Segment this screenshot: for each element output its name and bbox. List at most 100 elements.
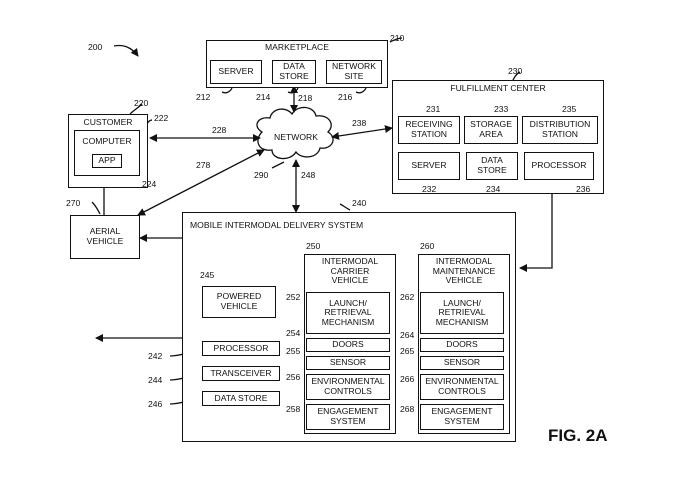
maintenance-sensor-label: SENSOR [443, 357, 481, 368]
carrier-sensor-ref: 255 [286, 346, 301, 356]
link-network-aerial [137, 149, 265, 216]
marketplace-data-store: DATA STORE [272, 60, 316, 84]
maintenance-environmental-controls-label: ENVIRONMENTAL CONTROLS [425, 376, 499, 396]
carrier-doors: DOORS [306, 338, 390, 352]
maintenance-doors-ref: 264 [400, 330, 415, 340]
link-fulfillment-ref: 238 [352, 118, 367, 128]
marketplace-network-site: NETWORK SITE [326, 60, 382, 84]
maintenance-doors-label: DOORS [446, 339, 478, 350]
link-aerial-ref: 278 [196, 160, 211, 170]
carrier-launch-retrieval: LAUNCH/ RETRIEVAL MECHANISM [306, 292, 390, 334]
carrier-environmental-ref: 256 [286, 372, 301, 382]
maintenance-sensor-ref: 265 [400, 346, 415, 356]
delivery-data-store: DATA STORE [202, 391, 280, 406]
distribution-station-label: DISTRIBUTION STATION [529, 119, 591, 139]
marketplace-title: MARKETPLACE [265, 42, 329, 52]
distribution-station: DISTRIBUTION STATION [522, 116, 598, 144]
link-fulfillment-maintenance [519, 194, 553, 272]
fulfillment-processor-label: PROCESSOR [531, 160, 587, 171]
maintenance-engagement-system: ENGAGEMENT SYSTEM [420, 404, 504, 430]
customer-app-label: APP [98, 155, 116, 166]
marketplace-network-site-label: NETWORK SITE [332, 61, 376, 81]
link-network-fulfillment [331, 125, 393, 140]
customer-app-ref: 224 [142, 179, 157, 189]
delivery-transceiver: TRANSCEIVER [202, 366, 280, 381]
aerial-vehicle-label: AERIAL VEHICLE [86, 226, 124, 246]
maintenance-launch-retrieval: LAUNCH/ RETRIEVAL MECHANISM [420, 292, 504, 334]
delivery-system-title: MOBILE INTERMODAL DELIVERY SYSTEM [190, 220, 364, 230]
delivery-transceiver-ref: 244 [148, 375, 163, 385]
receiving-station: RECEIVING STATION [398, 116, 460, 144]
powered-vehicle-label: POWERED VEHICLE [216, 291, 262, 311]
fulfillment-processor-ref: 236 [576, 184, 591, 194]
fulfillment-title: FULFILLMENT CENTER [450, 83, 546, 93]
aerial-vehicle-box: AERIAL VEHICLE [70, 215, 140, 259]
delivery-processor-ref: 242 [148, 351, 163, 361]
customer-title: CUSTOMER [83, 117, 133, 127]
figure-label: FIG. 2A [548, 426, 608, 445]
marketplace-data-store-ref: 214 [256, 92, 271, 102]
carrier-engagement-system: ENGAGEMENT SYSTEM [306, 404, 390, 430]
carrier-vehicle-ref: 250 [306, 241, 321, 251]
carrier-environmental-controls: ENVIRONMENTAL CONTROLS [306, 374, 390, 400]
maintenance-vehicle-title: INTERMODAL MAINTENANCE VEHICLE [432, 256, 496, 286]
link-customer-ref: 228 [212, 125, 227, 135]
storage-area-label: STORAGE AREA [470, 119, 512, 139]
marketplace-server-ref: 212 [196, 92, 211, 102]
maintenance-launch-retrieval-label: LAUNCH/ RETRIEVAL MECHANISM [435, 297, 489, 327]
fulfillment-ref: 230 [508, 66, 523, 76]
delivery-data-store-label: DATA STORE [214, 392, 268, 403]
receiving-station-label: RECEIVING STATION [405, 119, 453, 139]
carrier-doors-label: DOORS [332, 339, 364, 350]
fulfillment-server: SERVER [398, 152, 460, 180]
delivery-system-ref: 240 [352, 198, 367, 208]
distribution-ref: 235 [562, 104, 577, 114]
carrier-launch-retrieval-label: LAUNCH/ RETRIEVAL MECHANISM [321, 297, 375, 327]
fulfillment-data-store-ref: 234 [486, 184, 501, 194]
carrier-environmental-controls-label: ENVIRONMENTAL CONTROLS [311, 376, 385, 396]
aerial-vehicle-ref: 270 [66, 198, 81, 208]
customer-computer-ref: 222 [154, 113, 169, 123]
fulfillment-data-store-label: DATA STORE [477, 155, 507, 175]
marketplace-server-label: SERVER [218, 66, 254, 77]
delivery-transceiver-label: TRANSCEIVER [210, 367, 272, 378]
fulfillment-processor: PROCESSOR [524, 152, 594, 180]
storage-area: STORAGE AREA [464, 116, 518, 144]
link-marketplace-ref: 218 [298, 93, 313, 103]
carrier-engagement-ref: 258 [286, 404, 301, 414]
delivery-data-store-ref: 246 [148, 399, 163, 409]
maintenance-engagement-ref: 268 [400, 404, 415, 414]
carrier-vehicle-title: INTERMODAL CARRIER VEHICLE [321, 256, 379, 286]
link-delivery-ref: 248 [301, 170, 316, 180]
network-label: NETWORK [274, 132, 318, 142]
network-ref: 290 [254, 170, 269, 180]
powered-vehicle: POWERED VEHICLE [202, 286, 276, 318]
receiving-ref: 231 [426, 104, 441, 114]
network-cloud [256, 106, 334, 160]
maintenance-environmental-controls: ENVIRONMENTAL CONTROLS [420, 374, 504, 400]
marketplace-network-site-ref: 216 [338, 92, 353, 102]
marketplace-server: SERVER [210, 60, 262, 84]
marketplace-data-store-label: DATA STORE [279, 61, 309, 81]
maintenance-environmental-ref: 266 [400, 374, 415, 384]
customer-ref: 220 [134, 98, 149, 108]
carrier-doors-ref: 254 [286, 328, 301, 338]
maintenance-launch-ref: 262 [400, 292, 415, 302]
customer-app: APP [92, 154, 122, 168]
marketplace-ref: 210 [390, 33, 405, 43]
figure-ref-number: 200 [88, 42, 103, 52]
delivery-processor: PROCESSOR [202, 341, 280, 356]
carrier-engagement-system-label: ENGAGEMENT SYSTEM [317, 406, 379, 426]
maintenance-doors: DOORS [420, 338, 504, 352]
fulfillment-server-label: SERVER [411, 160, 447, 171]
fulfillment-data-store: DATA STORE [466, 152, 518, 180]
figure-ref-arrow [113, 44, 139, 57]
storage-ref: 233 [494, 104, 509, 114]
carrier-sensor: SENSOR [306, 356, 390, 370]
fulfillment-server-ref: 232 [422, 184, 437, 194]
carrier-sensor-label: SENSOR [329, 357, 367, 368]
carrier-launch-ref: 252 [286, 292, 301, 302]
customer-computer-label: COMPUTER [82, 136, 132, 146]
powered-vehicle-ref: 245 [200, 270, 215, 280]
